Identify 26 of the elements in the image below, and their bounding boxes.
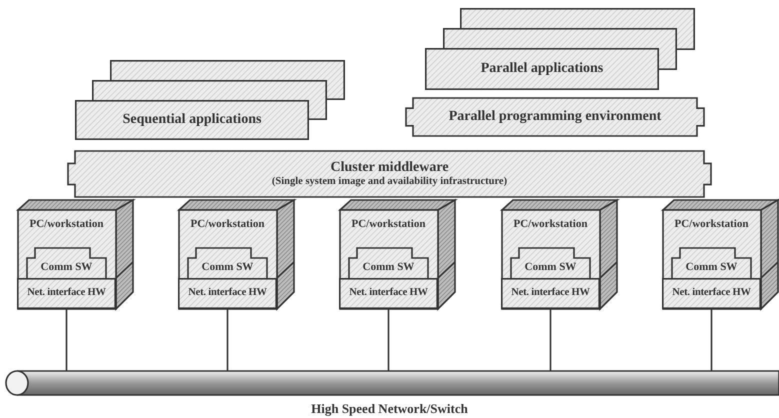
node-label: PC/workstation: [352, 218, 426, 231]
node-label: Net. interface HW: [188, 287, 267, 300]
node-label: Net. interface HW: [511, 287, 590, 300]
node-label: Cluster middleware: [330, 160, 449, 176]
node-label: Parallel applications: [480, 60, 604, 78]
connector-line: [710, 309, 712, 371]
node-label: Comm SW: [202, 261, 254, 274]
node-label: Sequential applications: [122, 112, 262, 128]
node-label: PC/workstation: [30, 218, 104, 231]
node-label: Comm SW: [524, 261, 576, 274]
connector-line: [550, 309, 552, 371]
connector-line: [388, 309, 390, 371]
node-label: Net. interface HW: [27, 287, 106, 300]
node-label: PC/workstation: [674, 218, 748, 231]
node-label: Comm SW: [362, 261, 414, 274]
node-label: Comm SW: [686, 261, 738, 274]
node-label: PC/workstation: [190, 218, 264, 231]
network-label: High Speed Network/Switch: [310, 401, 469, 417]
node-label: PC/workstation: [514, 218, 588, 231]
connector-line: [226, 309, 228, 371]
node-label: Net. interface HW: [349, 287, 428, 300]
subtitle-label: (Single system image and availability infrastructure): [272, 176, 508, 188]
node-label: Net. interface HW: [672, 287, 751, 300]
node-label: Comm SW: [40, 261, 92, 274]
connector-line: [66, 309, 68, 371]
node-label: Parallel programming environment: [448, 108, 662, 126]
